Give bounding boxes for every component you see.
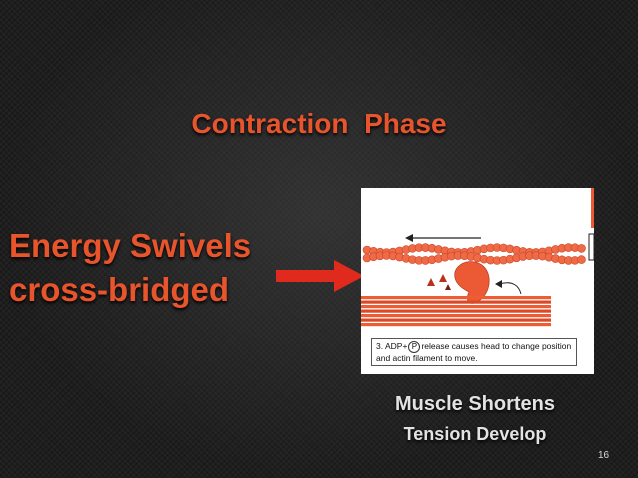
thick-filament-strand [361,296,551,300]
thick-filament-strand [361,318,551,322]
thick-filament-strand [361,314,551,318]
thick-filament-strand [361,309,551,313]
caption-text: release causes head to change position a… [376,341,572,363]
thick-filament-strand [361,323,551,327]
label-tension-develop: Tension Develop [403,424,547,444]
thick-filament-strand [361,300,551,304]
actin-bead [577,255,586,264]
left-text-line-1: Energy Swivels [9,227,252,264]
actin-bead [577,244,586,253]
slide-title: Contraction Phase [191,108,447,139]
left-text-line-2: cross-bridged [9,271,230,308]
phosphate-circle-icon: P [408,341,421,353]
left-text-block: Energy Swivels cross-bridged [9,224,251,312]
page-number: 16 [598,450,610,461]
label-muscle-shortens: Muscle Shortens [394,393,556,415]
red-arrow-icon [276,260,364,292]
thick-filament-strand [361,305,551,309]
caption-step: 3. ADP+ [376,341,408,351]
